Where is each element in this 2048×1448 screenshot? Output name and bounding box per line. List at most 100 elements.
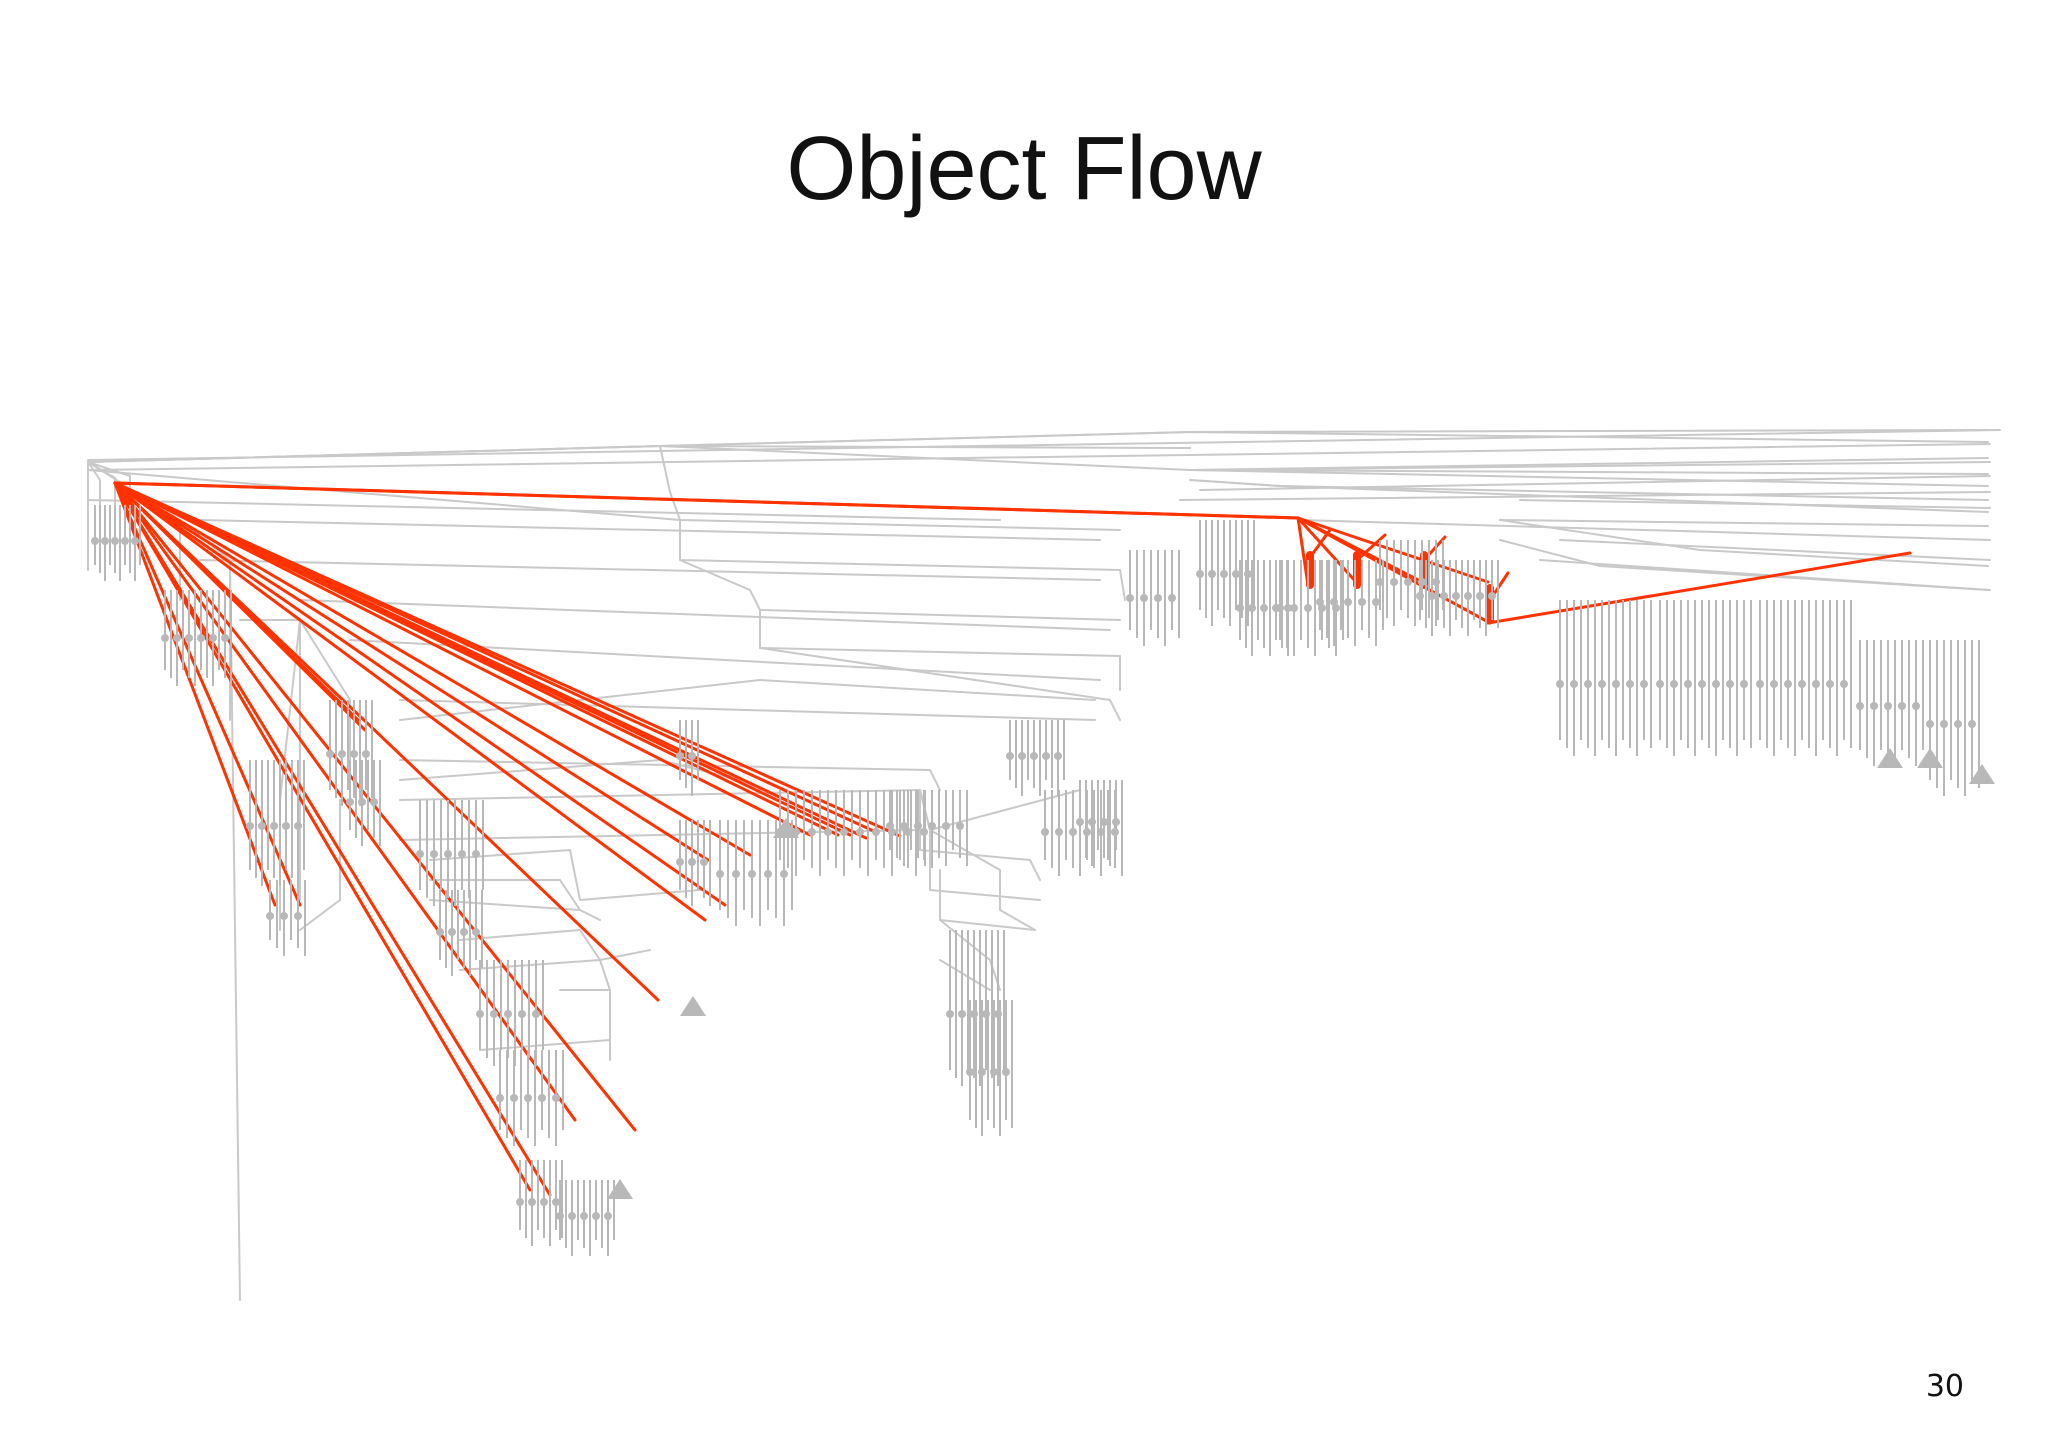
leaf-node xyxy=(808,828,816,836)
tree-edge xyxy=(759,609,1121,691)
leaf-node xyxy=(448,928,456,936)
slide-title: Object Flow xyxy=(786,119,1262,219)
leaf-node xyxy=(370,798,378,806)
leaf-node xyxy=(1926,720,1934,728)
tree-edge xyxy=(1199,475,1991,491)
tree-edge xyxy=(399,759,941,791)
leaf-node xyxy=(1041,828,1049,836)
object-flow-lines xyxy=(113,481,1912,1197)
leaf-node xyxy=(688,752,696,760)
leaf-node xyxy=(1248,604,1256,612)
leaf-node xyxy=(1276,604,1284,612)
leaf-node xyxy=(1236,604,1244,612)
leaf-node xyxy=(1656,680,1664,688)
leaf-node xyxy=(1112,818,1120,826)
leaf-node xyxy=(101,537,109,545)
leaf-node xyxy=(1196,570,1204,578)
leaf-node xyxy=(1416,592,1424,600)
leaf-node xyxy=(1376,578,1384,586)
leaf-node xyxy=(472,928,480,936)
leaf-node xyxy=(510,1094,518,1102)
leaf-node xyxy=(1884,702,1892,710)
leaf-node xyxy=(1404,578,1412,586)
tree-edge xyxy=(1499,539,1989,591)
leaf-node xyxy=(131,537,139,545)
leaf-node xyxy=(1856,702,1864,710)
leaf-node xyxy=(504,1010,512,1018)
leaf-node xyxy=(1126,594,1134,602)
leaf-node xyxy=(958,1010,966,1018)
leaf-node xyxy=(185,634,193,642)
leaf-node xyxy=(1452,592,1460,600)
tree-edge xyxy=(199,519,1101,541)
tree-edge xyxy=(649,445,1191,449)
leaf-node xyxy=(1140,594,1148,602)
leaf-node xyxy=(444,850,452,858)
leaf-node xyxy=(700,858,708,866)
tree-edge xyxy=(87,499,1001,521)
leaf-node xyxy=(1006,752,1014,760)
leaf-node xyxy=(472,850,480,858)
leaf-node xyxy=(516,1198,524,1206)
object-flow-edge xyxy=(113,481,367,732)
leaf-node xyxy=(1740,680,1748,688)
collapsed-subtree-icon xyxy=(1877,748,1903,768)
leaf-node xyxy=(946,1010,954,1018)
object-flow-edge xyxy=(113,481,868,840)
leaf-node xyxy=(1304,604,1312,612)
leaf-node xyxy=(604,1212,612,1220)
leaf-node xyxy=(294,822,302,830)
tree-edge xyxy=(1499,519,1989,527)
tree-edge xyxy=(679,559,1121,621)
tree-edge xyxy=(87,429,2001,461)
tree-edge xyxy=(429,849,701,901)
leaf-node xyxy=(490,1010,498,1018)
leaf-node xyxy=(1912,702,1920,710)
leaf-node xyxy=(1684,680,1692,688)
object-flow-edge xyxy=(113,481,752,857)
leaf-node xyxy=(161,634,169,642)
leaf-node xyxy=(458,850,466,858)
leaf-node xyxy=(338,750,346,758)
leaf-node xyxy=(1584,680,1592,688)
leaf-node xyxy=(1464,592,1472,600)
leaf-node xyxy=(1598,680,1606,688)
leaf-node xyxy=(732,870,740,878)
leaf-node xyxy=(282,822,290,830)
leaf-node xyxy=(209,634,217,642)
object-flow-edge xyxy=(113,481,532,1192)
leaf-node xyxy=(358,798,366,806)
leaf-node xyxy=(580,1212,588,1220)
leaf-node xyxy=(1030,752,1038,760)
leaf-node xyxy=(1756,680,1764,688)
leaf-node xyxy=(1290,604,1298,612)
collapsed-subtree-icon xyxy=(680,996,706,1016)
leaf-node xyxy=(748,870,756,878)
leaf-node xyxy=(1640,680,1648,688)
leaf-node xyxy=(246,822,254,830)
leaf-node xyxy=(1428,592,1436,600)
collapsed-subtree-icon xyxy=(607,1179,633,1199)
leaf-node xyxy=(1870,702,1878,710)
leaf-node xyxy=(1440,592,1448,600)
leaf-node xyxy=(1054,752,1062,760)
leaf-node xyxy=(966,1068,974,1076)
object-flow-edge xyxy=(113,481,577,1122)
object-flow-edge xyxy=(1486,551,1912,625)
object-flow-edge xyxy=(113,481,277,907)
leaf-node xyxy=(1898,702,1906,710)
leaf-node xyxy=(1612,680,1620,688)
tree-edge xyxy=(1539,559,1991,591)
leaf-node xyxy=(1358,598,1366,606)
leaf-node xyxy=(780,870,788,878)
leaf-node xyxy=(900,822,908,830)
tree-edge xyxy=(1189,469,1989,487)
tree-edge xyxy=(1499,519,1989,567)
tree-edge xyxy=(199,559,1101,581)
tree-edge xyxy=(459,929,651,961)
leaf-node xyxy=(1770,680,1778,688)
leaf-node xyxy=(1168,594,1176,602)
leaf-node xyxy=(1220,570,1228,578)
object-flow-edge xyxy=(113,481,710,862)
leaf-node xyxy=(350,750,358,758)
